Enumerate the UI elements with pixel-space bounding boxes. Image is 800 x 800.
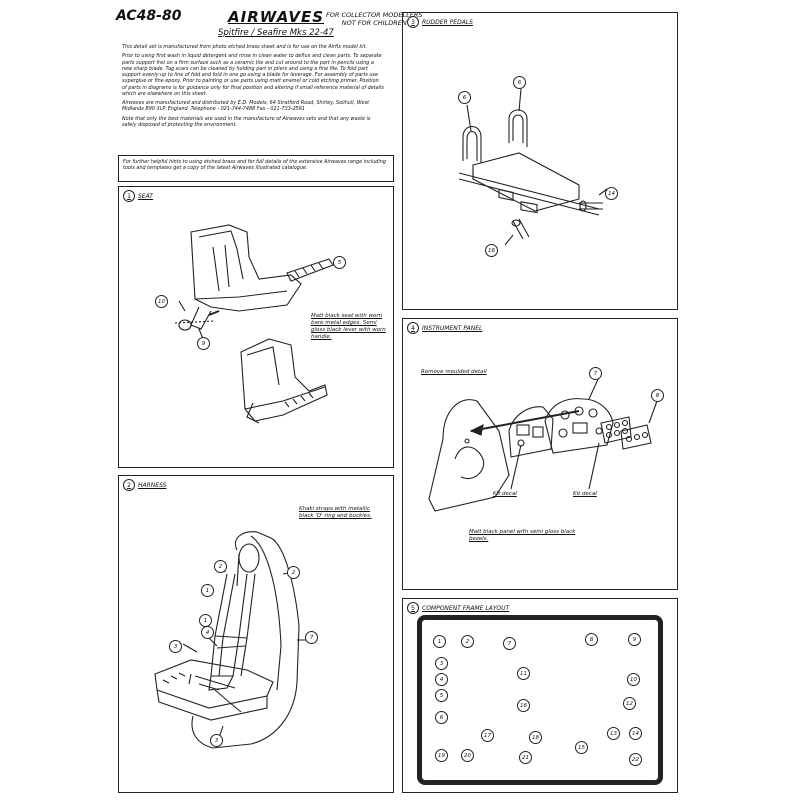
part-callout: 1 <box>199 614 212 627</box>
part-callout: 14 <box>605 187 618 200</box>
fret-part: 4 <box>435 673 448 686</box>
fret-part: 15 <box>575 741 588 754</box>
fret-part: 9 <box>628 633 641 646</box>
kit-decal-label-1: Kit decal <box>493 491 517 497</box>
section-number: 3 <box>407 16 419 28</box>
part-callout: 5 <box>333 256 346 269</box>
fret-part: 13 <box>607 727 620 740</box>
collector-notice: FOR COLLECTOR MODELLERS NOT FOR CHILDREN <box>326 11 422 27</box>
instrument-colour-note: Matt black panel with semi gloss black b… <box>469 529 576 542</box>
part-callout: 6 <box>458 91 471 104</box>
section-title: COMPONENT FRAME LAYOUT <box>422 604 510 612</box>
part-callout: 10 <box>155 295 168 308</box>
fret-part: 8 <box>585 633 598 646</box>
catalogue-note-box: For further helpful hints to using etche… <box>118 155 394 182</box>
harness-heading: 2 HARNESS <box>123 479 166 491</box>
model-title: Spitfire / Seafire Mks 22-47 <box>218 28 334 38</box>
fret-part: 6 <box>435 711 448 724</box>
collector-line-1: FOR COLLECTOR MODELLERS <box>326 11 423 19</box>
instrument-heading: 4 INSTRUMENT PANEL <box>407 322 482 334</box>
section-title: SEAT <box>138 192 153 200</box>
frame-heading: 5 COMPONENT FRAME LAYOUT <box>407 602 509 614</box>
intro-para-3: Airwaves are manufactured and distribute… <box>122 100 370 113</box>
section-number: 1 <box>123 190 135 202</box>
frame-layout-section: 5 COMPONENT FRAME LAYOUT 1 2 7 8 9 3 4 5… <box>402 598 678 793</box>
remove-detail-note: Remove moulded detail <box>421 369 487 375</box>
section-number: 4 <box>407 322 419 334</box>
part-callout: 7 <box>305 631 318 644</box>
intro-para-2: Prior to using first wash in liquid dete… <box>122 53 384 97</box>
seat-colour-note: Matt black seat with worn bare metal edg… <box>311 313 386 340</box>
seat-heading: 1 SEAT <box>123 190 153 202</box>
fret-part: 5 <box>435 689 448 702</box>
part-callout: 8 <box>651 389 664 402</box>
part-callout: 3 <box>210 734 223 747</box>
fret-part: 1 <box>433 635 446 648</box>
intro-para-1: This detail set is manufactured from pho… <box>122 44 368 50</box>
part-callout: 3 <box>169 640 182 653</box>
fret-part: 16 <box>517 699 530 712</box>
seat-drawing <box>174 224 341 424</box>
section-title: HARNESS <box>138 481 167 489</box>
etched-fret <box>417 615 663 785</box>
part-callout: 4 <box>201 626 214 639</box>
kit-decal-label-2: Kit decal <box>573 491 597 497</box>
intro-text: This detail set is manufactured from pho… <box>122 44 384 131</box>
section-title: INSTRUMENT PANEL <box>422 324 483 332</box>
rudder-pedals-section: 3 RUDDER PEDALS 6 6 14 16 <box>402 12 678 310</box>
part-callout: 1 <box>201 584 214 597</box>
part-callout: 2 <box>214 560 227 573</box>
harness-section: 2 HARNESS 2 1 2 1 3 4 7 <box>118 475 394 793</box>
instrument-panel-section: 4 INSTRUMENT PANEL Remove moulded detail <box>402 318 678 590</box>
intro-para-4: Note that only the best materials are us… <box>122 115 371 128</box>
fret-part: 12 <box>623 697 636 710</box>
fret-part: 21 <box>519 751 532 764</box>
fret-part: 10 <box>627 673 640 686</box>
seat-section: 1 SEAT 5 10 <box>118 186 394 468</box>
fret-part: 18 <box>529 731 542 744</box>
section-title: RUDDER PEDALS <box>422 18 473 26</box>
harness-colour-note: Khaki straps with metallic black 'D' rin… <box>299 506 372 519</box>
rudder-heading: 3 RUDDER PEDALS <box>407 16 473 28</box>
part-callout: 9 <box>197 337 210 350</box>
part-callout: 16 <box>485 244 498 257</box>
part-callout: 2 <box>287 566 300 579</box>
fret-part: 14 <box>629 727 642 740</box>
instrument-panel-drawing <box>428 376 658 512</box>
rudder-pedals-drawing <box>458 88 608 246</box>
collector-line-2: NOT FOR CHILDREN <box>341 19 407 27</box>
fret-part: 3 <box>435 657 448 670</box>
fret-part: 2 <box>461 635 474 648</box>
fret-part: 7 <box>503 637 516 650</box>
catalogue-note: For further helpful hints to using etche… <box>123 159 386 172</box>
part-callout: 6 <box>513 76 526 89</box>
harness-drawing <box>154 531 311 749</box>
section-number: 2 <box>123 479 135 491</box>
brand-title: AIRWAVES <box>228 8 325 26</box>
kit-code: AC48-80 <box>116 8 182 24</box>
fret-part: 17 <box>481 729 494 742</box>
fret-part: 22 <box>629 753 642 766</box>
part-callout: 7 <box>589 367 602 380</box>
section-number: 5 <box>407 602 419 614</box>
fret-part: 19 <box>435 749 448 762</box>
fret-part: 11 <box>517 667 530 680</box>
fret-part: 20 <box>461 749 474 762</box>
